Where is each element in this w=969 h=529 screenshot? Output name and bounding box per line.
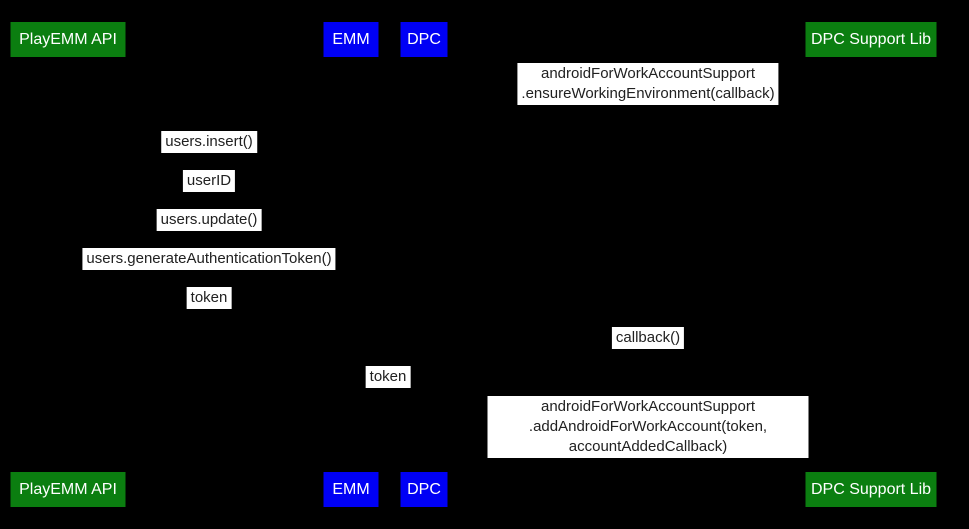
actor-top-emm: EMM [323, 22, 379, 57]
message-add-android-for-work-account: androidForWorkAccountSupport .addAndroid… [487, 396, 809, 458]
message-userid: userID [182, 170, 236, 192]
message-users-generate-authentication-token: users.generateAuthenticationToken() [82, 248, 336, 270]
actor-top-playemm-api: PlayEMM API [10, 22, 126, 57]
actor-top-dpc-support-lib: DPC Support Lib [805, 22, 937, 57]
message-token-to-dpc: token [365, 366, 411, 388]
message-ensure-working-environment: androidForWorkAccountSupport .ensureWork… [517, 63, 779, 105]
message-users-update: users.update() [156, 209, 262, 231]
actor-bottom-dpc: DPC [400, 472, 448, 507]
message-callback: callback() [611, 327, 685, 349]
actor-bottom-emm: EMM [323, 472, 379, 507]
actor-bottom-dpc-support-lib: DPC Support Lib [805, 472, 937, 507]
actor-bottom-playemm-api: PlayEMM API [10, 472, 126, 507]
message-token-to-playemm-api: token [186, 287, 232, 309]
message-users-insert: users.insert() [161, 131, 257, 153]
actor-top-dpc: DPC [400, 22, 448, 57]
